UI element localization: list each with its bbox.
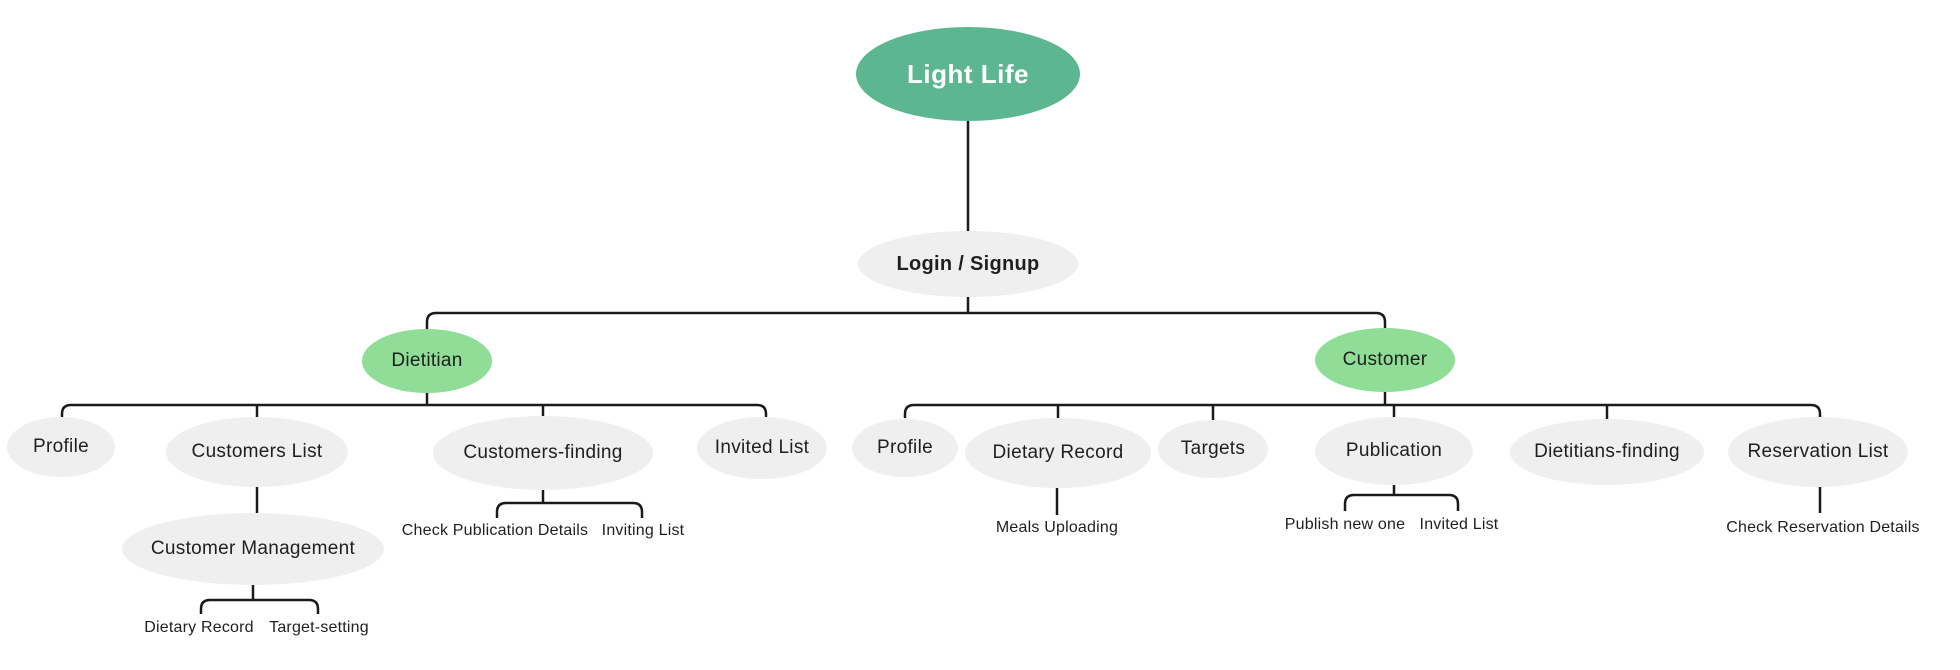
leaf-customer-invited-list: Invited List	[1419, 516, 1499, 533]
node-dietitian-profile: Profile	[7, 417, 115, 477]
connector-customer-bracket	[903, 403, 1822, 418]
connector-publication-bracket	[1343, 493, 1460, 511]
node-dietitians-finding: Dietitians-finding	[1510, 419, 1704, 485]
connector-management-bracket	[199, 598, 320, 614]
node-customer-management: Customer Management	[122, 513, 384, 585]
node-dietitian: Dietitian	[362, 329, 492, 393]
leaf-check-publication-details: Check Publication Details	[401, 522, 589, 539]
connector-top-bracket	[425, 311, 1387, 330]
node-login-signup: Login / Signup	[858, 231, 1078, 297]
leaf-check-reservation-details: Check Reservation Details	[1726, 519, 1920, 536]
leaf-meals-uploading: Meals Uploading	[995, 519, 1119, 536]
connector-customersfinding-bracket	[495, 501, 644, 518]
leaf-publish-new-one: Publish new one	[1284, 516, 1406, 533]
node-customer: Customer	[1315, 328, 1455, 392]
node-publication: Publication	[1315, 417, 1473, 485]
leaf-target-setting: Target-setting	[269, 619, 369, 636]
connector-dietitian-bracket	[60, 403, 768, 417]
node-targets: Targets	[1158, 420, 1268, 478]
leaf-dietary-record: Dietary Record	[144, 619, 254, 636]
node-dietary-record: Dietary Record	[965, 418, 1151, 488]
node-reservation-list: Reservation List	[1728, 417, 1908, 487]
node-customer-profile: Profile	[852, 419, 958, 477]
node-dietitian-invited-list: Invited List	[697, 417, 827, 479]
node-customers-list: Customers List	[166, 417, 348, 487]
node-light-life: Light Life	[856, 27, 1080, 121]
node-customers-finding: Customers-finding	[433, 416, 653, 490]
leaf-inviting-list: Inviting List	[601, 522, 685, 539]
